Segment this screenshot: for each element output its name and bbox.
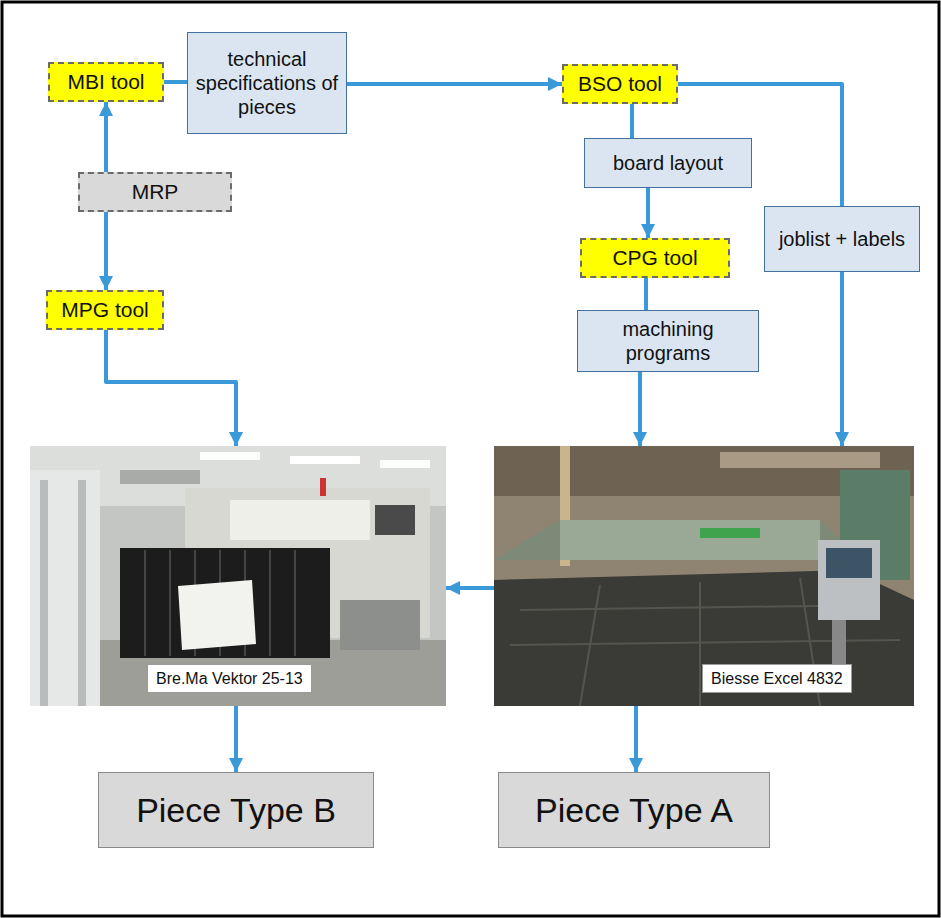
data-box: machining programs	[577, 310, 759, 372]
data-box: board layout	[584, 138, 752, 188]
photo-caption: Bre.Ma Vektor 25-13	[147, 664, 312, 693]
machine-photo: Biesse Excel 4832	[494, 446, 914, 706]
tool-box: MPG tool	[46, 290, 164, 330]
flow-connector	[634, 706, 638, 772]
tool-box: MBI tool	[48, 62, 164, 102]
flow-connector	[644, 278, 648, 310]
box-text: CPG tool	[612, 245, 697, 270]
tool-box: CPG tool	[580, 238, 730, 278]
output-box: Piece Type B	[98, 772, 374, 848]
flow-connector	[104, 102, 108, 172]
box-text: machining programs	[578, 317, 758, 365]
box-text: joblist + labels	[779, 227, 905, 251]
data-box: technical specifications of pieces	[187, 32, 347, 134]
box-text: board layout	[613, 151, 723, 175]
flow-connector	[347, 82, 562, 86]
flow-connector	[106, 330, 236, 446]
flow-connector	[234, 706, 238, 772]
photo-caption: Biesse Excel 4832	[702, 664, 852, 693]
system-box: MRP	[78, 172, 232, 212]
box-text: MRP	[132, 179, 179, 204]
flow-connector	[164, 80, 187, 84]
flow-connector	[840, 272, 844, 446]
flow-connector	[446, 586, 494, 590]
flow-connector	[104, 212, 108, 290]
box-text: Piece Type A	[535, 790, 733, 831]
box-text: Piece Type B	[136, 790, 336, 831]
box-text: MPG tool	[61, 297, 149, 322]
data-box: joblist + labels	[764, 206, 920, 272]
flow-connector	[646, 188, 650, 238]
flow-connector	[630, 104, 634, 138]
output-box: Piece Type A	[498, 772, 770, 848]
machine-photo-right	[494, 446, 914, 706]
machine-photo-left	[30, 446, 446, 706]
tool-box: BSO tool	[562, 64, 678, 104]
machine-photo: Bre.Ma Vektor 25-13	[30, 446, 446, 706]
box-text: MBI tool	[67, 69, 144, 94]
box-text: technical specifications of pieces	[188, 47, 346, 119]
flow-connector	[638, 372, 642, 446]
box-text: BSO tool	[578, 71, 662, 96]
